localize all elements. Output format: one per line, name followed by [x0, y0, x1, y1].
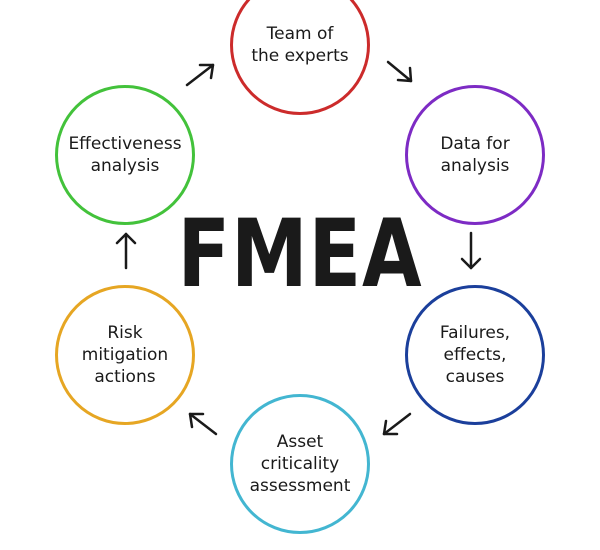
node-data-for-analysis: Data for analysis: [405, 85, 545, 225]
arrow-failures-to-asset: [382, 412, 412, 436]
arrow-asset-to-risk: [188, 412, 218, 436]
node-label: Failures, effects, causes: [439, 322, 511, 388]
node-effectiveness-analysis: Effectiveness analysis: [55, 85, 195, 225]
diagram-title: FMEA: [177, 200, 423, 309]
node-label: Risk mitigation actions: [81, 322, 169, 388]
node-risk-mitigation-actions: Risk mitigation actions: [55, 285, 195, 425]
arrow-data-to-failures: [460, 231, 482, 270]
arrow-effectiveness-to-team: [185, 63, 215, 87]
arrow-team-to-data: [386, 60, 413, 83]
node-label: Effectiveness analysis: [68, 133, 182, 176]
node-label: Data for analysis: [440, 133, 510, 176]
node-label: Team of the experts: [251, 23, 349, 66]
node-team-of-experts: Team of the experts: [230, 0, 370, 115]
node-label: Asset criticality assessment: [249, 431, 351, 497]
arrow-risk-to-effectiveness: [115, 232, 137, 270]
node-asset-criticality-assessment: Asset criticality assessment: [230, 394, 370, 534]
node-failures-effects-causes: Failures, effects, causes: [405, 285, 545, 425]
